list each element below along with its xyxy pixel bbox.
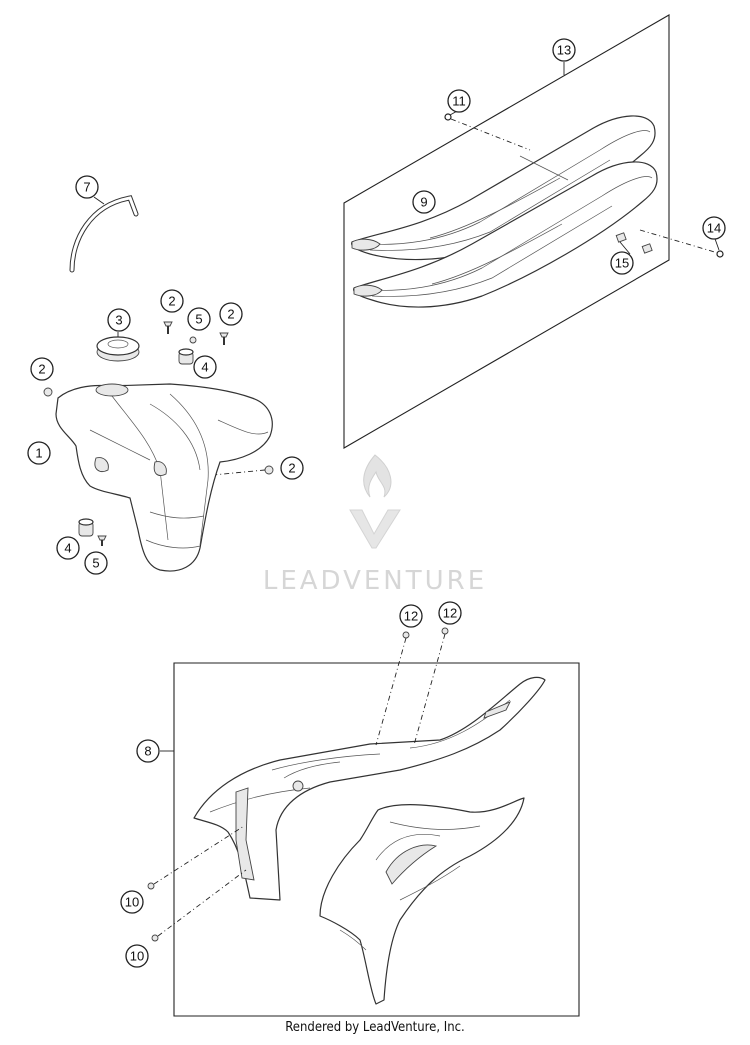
side-panel-right — [319, 797, 525, 1005]
svg-text:7: 7 — [83, 180, 90, 195]
side-panel-left — [193, 676, 546, 901]
side-panel-group-frame — [173, 662, 580, 1017]
callout-13: 13 — [552, 38, 576, 62]
watermark-text: LEADVENTURE — [263, 566, 487, 596]
svg-text:11: 11 — [452, 94, 466, 109]
panel-screws — [147, 627, 449, 942]
render-credit: Rendered by LeadVenture, Inc. — [285, 1020, 465, 1035]
svg-text:10: 10 — [130, 949, 144, 964]
seat-bolt-11 — [444, 109, 531, 151]
seat-group-frame — [343, 14, 670, 449]
svg-text:5: 5 — [195, 312, 202, 327]
svg-text:4: 4 — [64, 541, 71, 556]
svg-text:2: 2 — [288, 461, 295, 476]
callout-12-right: 12 — [438, 601, 462, 625]
callout-1: 1 — [27, 441, 51, 465]
seat-clips-15 — [615, 232, 653, 255]
svg-text:12: 12 — [404, 609, 418, 624]
callout-4-lower: 4 — [56, 536, 80, 560]
fuel-tank — [55, 383, 273, 572]
leadventure-watermark: LEADVENTURE — [263, 454, 487, 596]
callout-2-tank-right: 2 — [280, 456, 304, 480]
watermark-flame-icon — [363, 454, 392, 498]
callout-10-upper: 10 — [120, 890, 144, 914]
callout-3: 3 — [107, 308, 131, 332]
svg-text:9: 9 — [420, 195, 427, 210]
fuel-hose — [69, 195, 139, 273]
svg-text:5: 5 — [92, 556, 99, 571]
callout-15: 15 — [610, 251, 634, 275]
fuel-cap — [96, 332, 140, 362]
svg-text:4: 4 — [201, 360, 208, 375]
svg-text:3: 3 — [115, 313, 122, 328]
svg-text:14: 14 — [707, 221, 721, 236]
svg-text:2: 2 — [38, 362, 45, 377]
callout-2-top-right: 2 — [219, 302, 243, 326]
callout-14: 14 — [702, 216, 726, 240]
callout-12-left: 12 — [399, 604, 423, 628]
svg-text:12: 12 — [443, 606, 457, 621]
callout-5-upper: 5 — [187, 307, 211, 331]
callout-10-lower: 10 — [125, 944, 149, 968]
callout-11: 11 — [447, 89, 471, 113]
callout-7: 7 — [75, 175, 99, 199]
callout-5-lower: 5 — [84, 551, 108, 575]
seat-upper — [351, 115, 656, 261]
callout-9: 9 — [412, 190, 436, 214]
svg-text:2: 2 — [227, 307, 234, 322]
callout-2-top-left: 2 — [160, 289, 184, 313]
callout-2-left: 2 — [30, 357, 54, 381]
svg-text:1: 1 — [35, 446, 42, 461]
callout-8: 8 — [136, 739, 160, 763]
seat-lower — [353, 161, 658, 308]
svg-text:13: 13 — [557, 43, 571, 58]
svg-text:8: 8 — [144, 744, 151, 759]
svg-text:2: 2 — [168, 294, 175, 309]
svg-text:15: 15 — [615, 256, 629, 271]
callout-4-upper: 4 — [193, 355, 217, 379]
watermark-v-icon — [349, 509, 401, 549]
svg-text:10: 10 — [125, 895, 139, 910]
